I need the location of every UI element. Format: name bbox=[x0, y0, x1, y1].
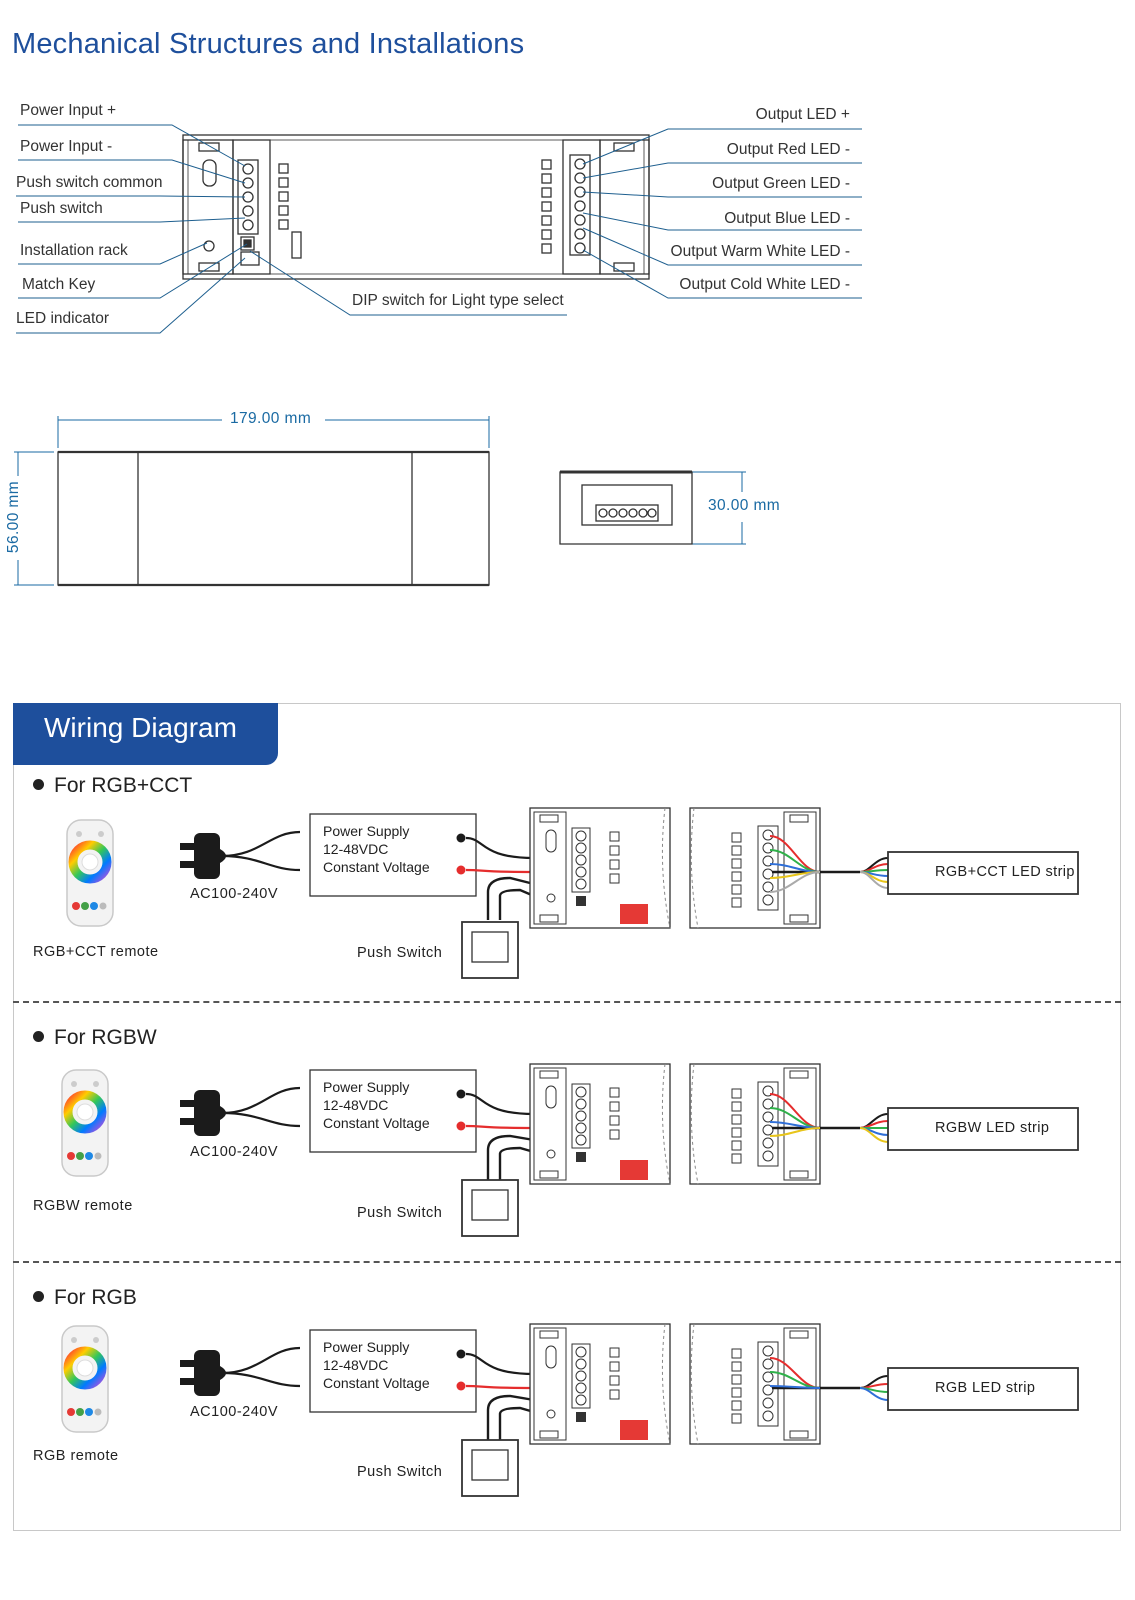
remote-label-rgbcct: RGB+CCT remote bbox=[33, 944, 159, 960]
label-led-indicator: LED indicator bbox=[16, 310, 110, 327]
power-supply-box bbox=[309, 1329, 477, 1413]
push-switch-label: Push Switch bbox=[357, 945, 443, 961]
led-strip-box bbox=[887, 851, 1079, 895]
controller-right-icon bbox=[689, 807, 821, 929]
controller-left-icon bbox=[529, 1063, 671, 1185]
section-rgb-graphics bbox=[62, 1323, 1079, 1497]
strip-label-rgbcct: RGB+CCT LED strip bbox=[935, 864, 1075, 880]
remote-icon bbox=[67, 820, 113, 926]
controller-left-icon bbox=[529, 1323, 671, 1445]
dimension-side-view bbox=[559, 470, 693, 545]
plug-icon bbox=[180, 1350, 226, 1396]
section-rgbcct-graphics bbox=[67, 807, 1079, 979]
wiring-title-tab bbox=[13, 703, 278, 765]
mains-label: AC100-240V bbox=[190, 1404, 279, 1420]
section-rgbw-graphics bbox=[62, 1063, 1079, 1237]
page-title: Mechanical Structures and Installations bbox=[12, 28, 525, 60]
label-output-green: Output Green LED - bbox=[712, 175, 850, 192]
led-strip-box bbox=[887, 1107, 1079, 1151]
section-title-rgbw: For RGBW bbox=[33, 1026, 157, 1050]
label-power-input-minus: Power Input - bbox=[20, 138, 113, 155]
remote-icon bbox=[62, 1326, 108, 1432]
controller-right-icon bbox=[689, 1323, 821, 1445]
label-push-switch: Push switch bbox=[20, 200, 103, 217]
remote-label-rgb: RGB remote bbox=[33, 1448, 119, 1464]
led-strip-box bbox=[887, 1367, 1079, 1411]
strip-label-rgb: RGB LED strip bbox=[935, 1380, 1036, 1396]
remote-label-rgbw: RGBW remote bbox=[33, 1198, 133, 1214]
wiring-title: Wiring Diagram bbox=[44, 712, 237, 743]
label-output-warm-white: Output Warm White LED - bbox=[670, 243, 850, 260]
section-divider bbox=[13, 1261, 1121, 1263]
label-power-input-plus: Power Input + bbox=[20, 102, 117, 119]
left-leader-lines bbox=[16, 124, 248, 334]
label-installation-rack: Installation rack bbox=[20, 242, 128, 259]
label-output-red: Output Red LED - bbox=[726, 141, 850, 158]
label-dip-switch: DIP switch for Light type select bbox=[352, 292, 564, 309]
controller-right-icon bbox=[689, 1063, 821, 1185]
push-switch-label: Push Switch bbox=[357, 1464, 443, 1480]
dimension-top-view bbox=[57, 450, 490, 587]
wiring-panel bbox=[13, 703, 1121, 1531]
label-output-led-plus: Output LED + bbox=[755, 106, 850, 123]
push-switch-icon bbox=[461, 921, 519, 979]
section-title-rgbcct: For RGB+CCT bbox=[33, 774, 192, 798]
strip-label-rgbw: RGBW LED strip bbox=[935, 1120, 1050, 1136]
section-title-rgb: For RGB bbox=[33, 1286, 137, 1310]
dimension-height: 30.00 mm bbox=[708, 497, 781, 514]
label-push-switch-common: Push switch common bbox=[16, 174, 163, 191]
mains-label: AC100-240V bbox=[190, 1144, 279, 1160]
label-output-blue: Output Blue LED - bbox=[724, 210, 850, 227]
label-match-key: Match Key bbox=[22, 276, 96, 293]
push-switch-label: Push Switch bbox=[357, 1205, 443, 1221]
remote-icon bbox=[62, 1070, 108, 1176]
label-output-cold-white: Output Cold White LED - bbox=[679, 276, 850, 293]
plug-icon bbox=[180, 833, 226, 879]
power-supply-box bbox=[309, 813, 477, 897]
push-switch-icon bbox=[461, 1179, 519, 1237]
controller-left-icon bbox=[529, 807, 671, 929]
dimension-lines bbox=[14, 416, 746, 586]
push-switch-icon bbox=[461, 1439, 519, 1497]
dimension-length: 179.00 mm bbox=[230, 410, 312, 427]
plug-icon bbox=[180, 1090, 226, 1136]
section-divider bbox=[13, 1001, 1121, 1003]
power-supply-box bbox=[309, 1069, 477, 1153]
mains-label: AC100-240V bbox=[190, 886, 279, 902]
right-leader-lines bbox=[249, 128, 862, 316]
